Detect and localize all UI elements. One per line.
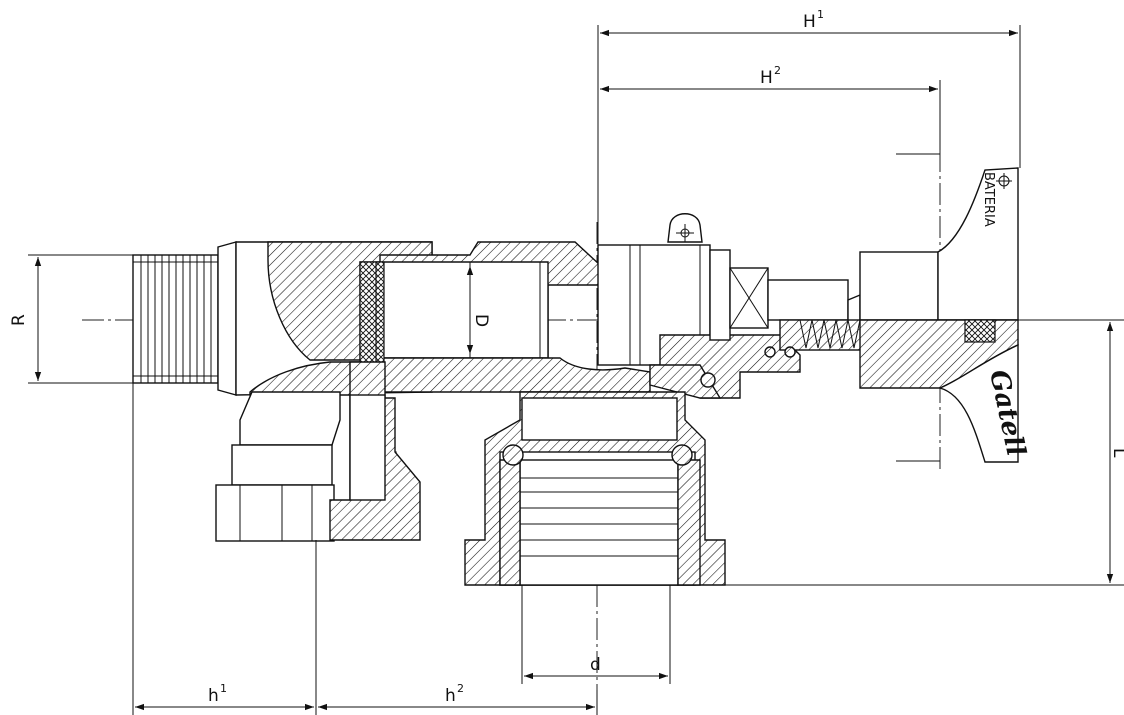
dimension-sup-h1: 1	[220, 682, 227, 695]
dimension-sup-H2: 2	[774, 64, 781, 77]
dimension-label-R: R	[9, 314, 29, 326]
handle: BATERIA Gatell	[859, 167, 1031, 463]
dimension-D: D	[466, 266, 491, 354]
union-nut-left	[215, 361, 421, 542]
dimension-R: R	[9, 254, 133, 384]
handle-sweep-lines	[896, 153, 940, 462]
dimension-h1-h2: h 1 h 2	[132, 383, 598, 715]
dimension-L: L	[725, 319, 1124, 586]
dimension-d: d	[521, 585, 671, 684]
dimension-label-d: d	[590, 655, 601, 675]
dimension-label-H2: H	[760, 68, 773, 88]
dimension-H1: H 1	[597, 8, 1021, 245]
dimension-sup-h2: 2	[457, 682, 464, 695]
dimension-label-L: L	[1109, 448, 1124, 458]
dimension-label-H1: H	[803, 12, 816, 32]
dimension-label-D: D	[471, 314, 491, 327]
bottom-fitting	[464, 391, 726, 586]
dimension-label-h1: h	[208, 686, 219, 706]
male-thread-connector	[132, 241, 237, 396]
dimension-H2: H 2	[600, 64, 941, 150]
dimension-sup-H1: 1	[817, 8, 824, 21]
dimension-label-h2: h	[445, 686, 456, 706]
top-lug	[667, 213, 703, 243]
bateria-label: BATERIA	[981, 172, 996, 227]
